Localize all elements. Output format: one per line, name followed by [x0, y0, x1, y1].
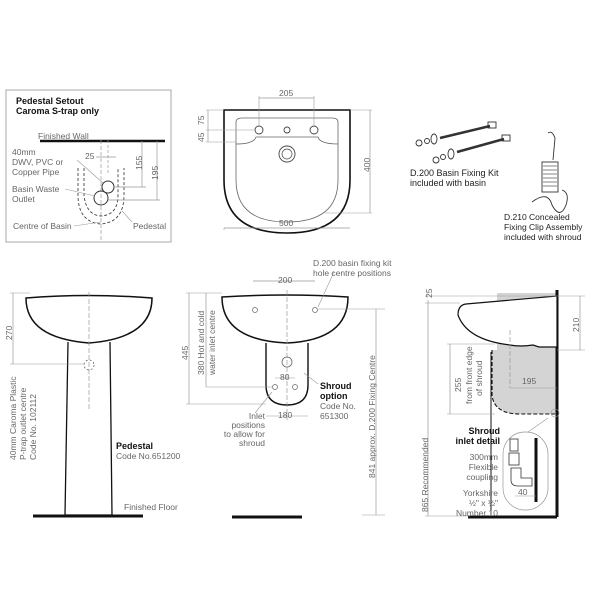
- dim-25: 25: [85, 151, 95, 161]
- d210-label-1: D.210 Concealed: [504, 212, 570, 222]
- inlet-label-1: 380 Hot and cold: [196, 310, 206, 375]
- finished-wall-label: Finished Wall: [38, 131, 89, 141]
- finished-floor-label: Finished Floor: [124, 502, 178, 512]
- side-dim-195: 195: [522, 376, 537, 386]
- setout-frame: [5, 89, 172, 243]
- side-dim-210: 210: [571, 317, 581, 332]
- waste-label-1: Basin Waste: [12, 184, 60, 194]
- pipe-label-2: DWV, PVC or: [12, 157, 64, 167]
- dim-445: 445: [180, 345, 190, 360]
- shroud-code-2: 651300: [320, 411, 349, 421]
- detail-title-1: Shroud: [468, 426, 501, 436]
- side-dim-255: 255: [453, 377, 463, 392]
- shroud-title-2: option: [320, 391, 348, 401]
- coupling-3: coupling: [466, 472, 498, 482]
- recommended-label: 865 Recommended: [420, 437, 430, 512]
- inlet-pos-1: Inlet: [248, 411, 265, 421]
- coupling-2: Flexible: [468, 462, 498, 472]
- pedestal-code: Code No.651200: [116, 451, 181, 461]
- dim-270: 270: [4, 325, 14, 340]
- ptrap-label-2: P-trap outlet centre: [18, 387, 28, 460]
- ptrap-label-1: 40mm Caroma Plastic: [8, 376, 18, 460]
- yorkshire-2: ½" x ½": [468, 498, 498, 508]
- dim-400: 400: [362, 157, 372, 172]
- inlet-pos-3: to allow for: [223, 429, 265, 439]
- d210-label-2: Fixing Clip Assembly: [504, 222, 583, 232]
- dim-180: 180: [278, 410, 293, 420]
- inlet-pos-2: positions: [231, 420, 265, 430]
- pedestal-label: Pedestal: [133, 221, 167, 231]
- front-edge-1: from front edge: [464, 346, 474, 404]
- dim-45: 45: [196, 132, 206, 142]
- side-dim-25: 25: [424, 288, 434, 298]
- d210-label-3: included with shroud: [504, 232, 582, 242]
- waste-label-2: Outlet: [12, 194, 35, 204]
- dim-75: 75: [196, 115, 206, 125]
- dim-205: 205: [279, 88, 294, 98]
- inlet-label-2: water inlet centre: [207, 310, 217, 375]
- shroud-code-1: Code No.: [320, 401, 356, 411]
- ptrap-label-3: Code No. 102112: [28, 393, 38, 460]
- kit-label-1: D.200 basin fixing kit: [313, 258, 392, 268]
- kit-label-2: hole centre positions: [313, 268, 391, 278]
- centre-basin-label: Centre of Basin: [13, 221, 72, 231]
- dim-200: 200: [278, 275, 293, 285]
- dim-195: 195: [150, 165, 160, 180]
- yorkshire-1: Yorkshire: [462, 488, 498, 498]
- dim-80: 80: [280, 372, 290, 382]
- yorkshire-3: Number 10: [455, 508, 498, 518]
- dim-500: 500: [279, 218, 294, 228]
- inlet-pos-4: shroud: [239, 438, 265, 448]
- d200-label-2: included with basin: [410, 178, 487, 188]
- dim-40: 40: [518, 487, 528, 497]
- d200-label-1: D.200 Basin Fixing Kit: [410, 168, 499, 178]
- pipe-label-3: Copper Pipe: [12, 167, 60, 177]
- dim-155: 155: [134, 155, 144, 170]
- coupling-1: 300mm: [469, 452, 498, 462]
- fixing-centre-label: 841 approx. D.200 Fixing Centre: [367, 355, 377, 478]
- pedestal-title: Pedestal: [116, 441, 154, 451]
- setout-title-2: Caroma S-trap only: [16, 106, 100, 116]
- setout-title-1: Pedestal Setout: [16, 96, 84, 106]
- shroud-title-1: Shroud: [320, 381, 352, 391]
- detail-title-2: inlet detail: [455, 436, 500, 446]
- pipe-label-1: 40mm: [12, 147, 36, 157]
- front-edge-2: of shroud: [474, 360, 484, 396]
